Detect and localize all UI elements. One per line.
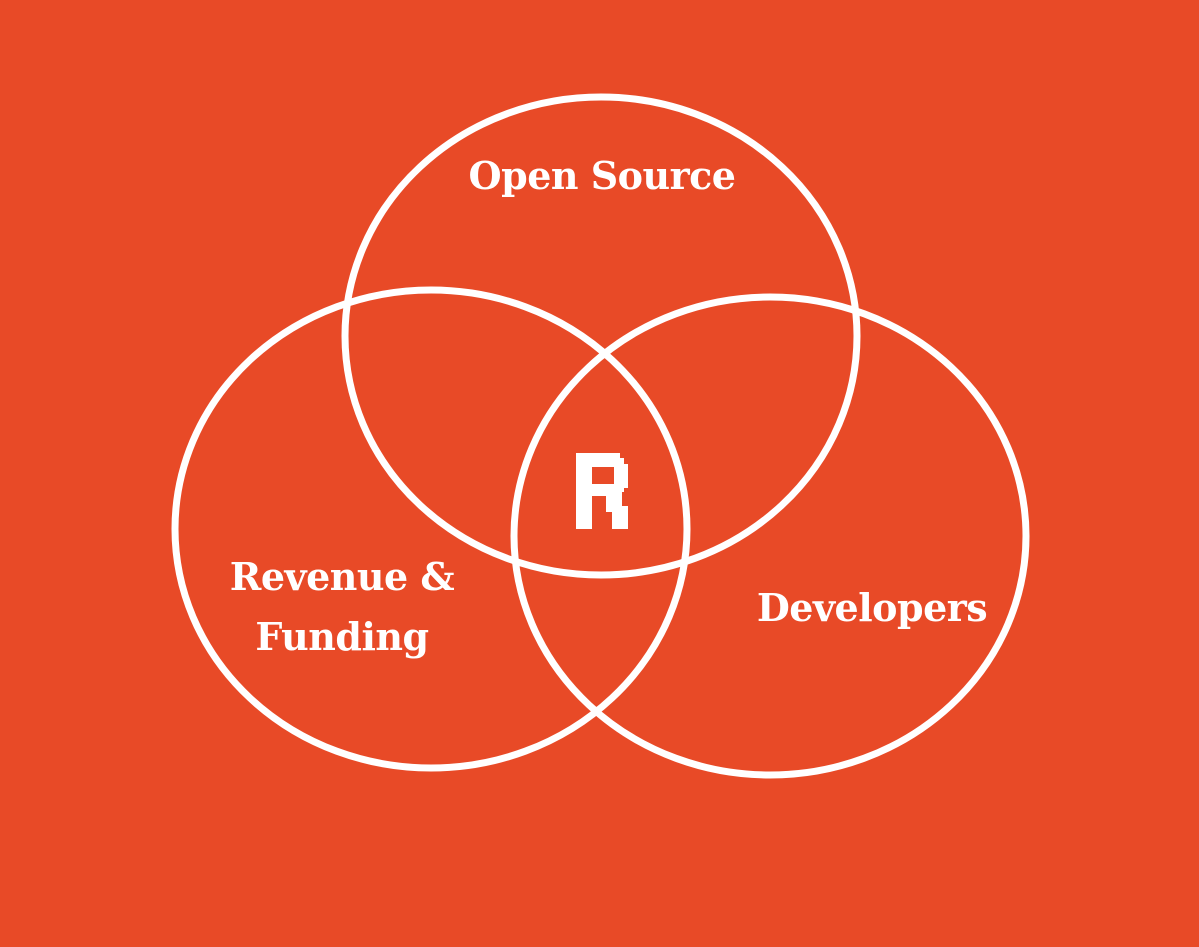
label-developers: Developers [756, 585, 988, 630]
label-revenue-line-1: Revenue & [229, 554, 455, 599]
circle-developers [510, 293, 1030, 779]
circle-revenue-funding [171, 286, 691, 772]
circle-open-source [341, 93, 861, 579]
label-revenue-funding: Revenue & Funding [192, 547, 492, 667]
label-revenue-line-2: Funding [255, 614, 429, 659]
label-open-source: Open Source [468, 153, 736, 198]
r-logo-icon [576, 453, 628, 529]
